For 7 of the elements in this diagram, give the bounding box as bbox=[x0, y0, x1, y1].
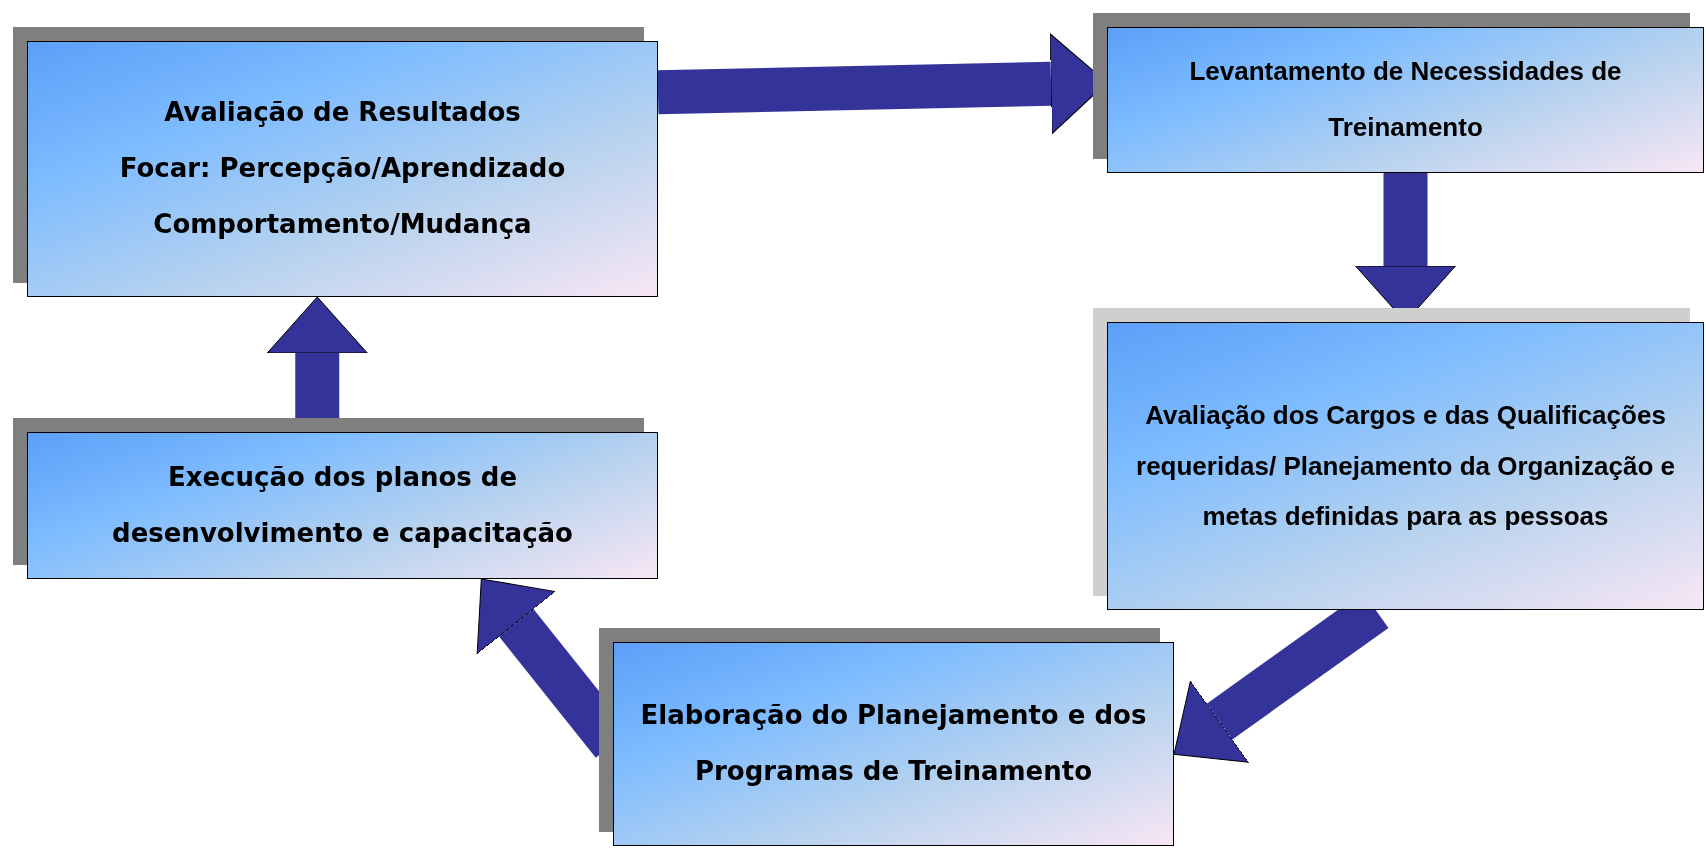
box-text: Avaliação de Resultados bbox=[164, 96, 521, 130]
box-text: Execução dos planos de desenvolvimento e capacitação bbox=[111, 460, 574, 550]
box-text: Levantamento de Necessidades de Treinamento bbox=[1188, 55, 1623, 144]
box-text: Elaboração do Planejamento e dos Programas de Treinamento bbox=[639, 699, 1148, 788]
box-text: Avaliação dos Cargos e das Qualificações requeridas/ Planejamento da Organização e metas definidas para as pessoas bbox=[1135, 398, 1676, 534]
box-text: Focar: Percepção/Aprendizado bbox=[119, 152, 566, 186]
box-text: Comportamento/Mudança bbox=[153, 207, 532, 241]
